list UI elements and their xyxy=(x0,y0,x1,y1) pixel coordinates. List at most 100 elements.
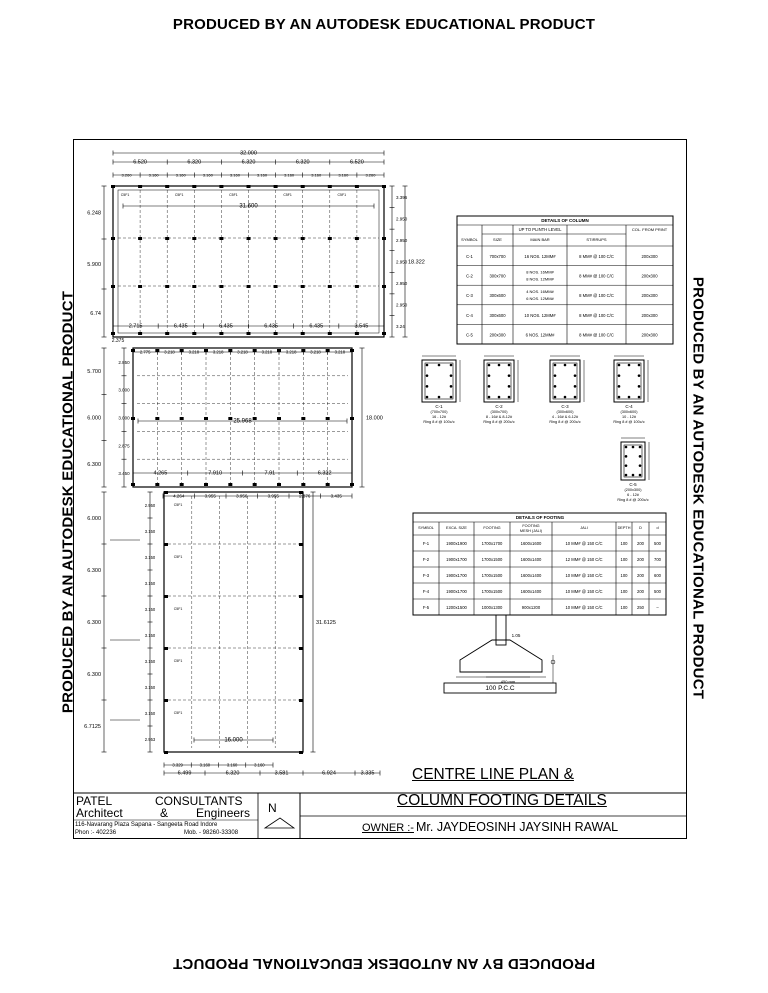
bottom-inner-dim-label: 16.000 xyxy=(224,738,243,744)
column-marker xyxy=(354,237,359,240)
rebar-dot xyxy=(497,395,501,399)
footing-table-cell: 500 xyxy=(654,589,662,594)
footing-table-cell: 12 MM# @ 150 C/C xyxy=(565,557,602,562)
column-section-label: C-2 xyxy=(495,404,503,409)
footing-table-cell: 700 xyxy=(654,557,662,562)
column-section-size: (200x300) xyxy=(624,488,642,492)
top-bottom-dim-label: 6.435 xyxy=(174,324,188,330)
drawing-sheet-border xyxy=(73,139,687,839)
bottom-bottom-dim-label: 3.335 xyxy=(361,771,375,777)
column-section-4 xyxy=(613,359,645,403)
column-section-stirrup xyxy=(552,362,578,400)
column-marker xyxy=(277,417,281,420)
rebar-dot xyxy=(553,374,557,377)
top-halfbay-dim-label: 3.160 xyxy=(203,173,214,178)
column-tag: C5F1 xyxy=(174,555,183,559)
column-section-size: (300x600) xyxy=(556,410,574,414)
column-table-cell: 200x300 xyxy=(489,332,506,337)
column-table-header: SIZE xyxy=(493,237,502,242)
bottom-bottom-dim-label: 3.581 xyxy=(275,771,289,777)
column-table-cell: C-4 xyxy=(466,313,473,318)
column-marker xyxy=(350,417,354,420)
column-stub xyxy=(495,614,507,646)
footing-table-cell: 1200x1500 xyxy=(446,605,467,610)
footing-table-cell: 200 xyxy=(637,573,645,578)
column-tag: C5F1 xyxy=(174,503,183,507)
column-marker xyxy=(164,595,168,598)
bottom-left-dim-label: 6.300 xyxy=(87,672,101,678)
middle-top-dim-label: 3.218 xyxy=(164,350,175,355)
rebar-dot xyxy=(553,363,557,367)
middle-side-dim-label: 2.875 xyxy=(118,443,130,448)
column-table-header: MAIN BAR xyxy=(530,237,549,242)
rebar-dot xyxy=(563,363,567,367)
column-marker xyxy=(354,185,359,188)
rebar-dot xyxy=(487,395,491,399)
rebar-dot xyxy=(627,363,631,367)
rebar-dot xyxy=(617,363,621,367)
top-left-dim-label: 6.74 xyxy=(90,311,101,317)
column-table-header: COL. FROM PRINT xyxy=(632,227,668,232)
footing-table-header: EXCA. SIZE xyxy=(446,526,467,530)
rebar-dot xyxy=(487,385,491,388)
footing-table-cell: 10 MM# @ 150 C/C xyxy=(565,573,602,578)
column-table-cell: 8 NOS. 16MM# xyxy=(526,270,554,275)
column-table-cell: 6 NOS. 12MM# xyxy=(526,296,554,301)
rebar-dot xyxy=(425,385,429,388)
column-table-cell: C-1 xyxy=(466,254,473,259)
bottom-side-dim-label: 3.150 xyxy=(145,555,156,560)
middle-top-dim-label: 3.218 xyxy=(262,350,273,355)
column-section-stirrup xyxy=(616,362,642,400)
footing-table-header: MESH (JALI) xyxy=(520,529,543,533)
column-marker xyxy=(111,185,115,188)
column-marker xyxy=(155,483,160,486)
bottom-sub-dim-label: 3.160 xyxy=(200,763,211,768)
rebar-dot xyxy=(638,473,642,477)
middle-top-dim-label: 3.218 xyxy=(335,350,346,355)
column-marker xyxy=(299,595,303,598)
column-marker xyxy=(165,332,170,335)
footing-table-cell: 900x1200 xyxy=(522,605,541,610)
top-right-total-label: 18.322 xyxy=(408,260,425,266)
middle-inner-dim-label: 25.968 xyxy=(233,419,252,425)
column-marker xyxy=(300,332,305,335)
footing-table-cell: 1900x1700 xyxy=(446,557,467,562)
column-section-label: C-5 xyxy=(629,482,637,487)
column-marker xyxy=(219,237,224,240)
owner-label: OWNER :- xyxy=(362,822,414,834)
column-marker xyxy=(111,237,115,240)
column-table-header: SYMBOL xyxy=(461,237,478,242)
rebar-dot xyxy=(507,385,511,388)
rebar-dot xyxy=(437,395,441,399)
column-marker xyxy=(300,237,305,240)
footing-table-header: d xyxy=(656,526,658,530)
bottom-left-dim-label: 6.7125 xyxy=(84,724,101,730)
rebar-dot xyxy=(553,395,557,399)
column-section-bars: 8 - 16# & 8-12# xyxy=(486,415,513,419)
bottom-sub-dim-label: 3.160 xyxy=(227,763,238,768)
column-table-cell: 700x700 xyxy=(489,254,506,259)
column-section-stirrup xyxy=(623,444,643,478)
rebar-dot xyxy=(507,374,511,377)
column-marker xyxy=(192,185,197,188)
rebar-dot xyxy=(573,395,577,399)
column-marker xyxy=(111,332,115,335)
column-table-title: DETAILS OF COLUMN xyxy=(541,218,588,223)
middle-left-dim-label: 6.300 xyxy=(87,462,101,468)
middle-bottom-sub-dim-label: 4.264 xyxy=(173,494,185,499)
column-section-size: (300x700) xyxy=(490,410,508,414)
middle-side-dim-label: 3.450 xyxy=(118,471,130,476)
rebar-dot xyxy=(637,395,641,399)
top-halfbay-dim-label: 3.160 xyxy=(176,173,187,178)
top-right-dim-label: 2.950 xyxy=(396,303,408,308)
column-table-cell: 200x300 xyxy=(641,254,658,259)
top-left-dim-label: 6.248 xyxy=(87,211,101,217)
column-table-cell: 8 NOS. 12MM# xyxy=(526,277,554,282)
column-tag: C5F1 xyxy=(175,193,184,197)
firm-line2-mid: & xyxy=(160,806,169,820)
column-table-cell: 200x300 xyxy=(641,313,658,318)
top-halfbay-dim-label: 3.160 xyxy=(311,173,322,178)
footing-table-cell: 1600x1400 xyxy=(521,573,542,578)
column-marker xyxy=(327,185,332,188)
rebar-dot xyxy=(425,395,429,399)
